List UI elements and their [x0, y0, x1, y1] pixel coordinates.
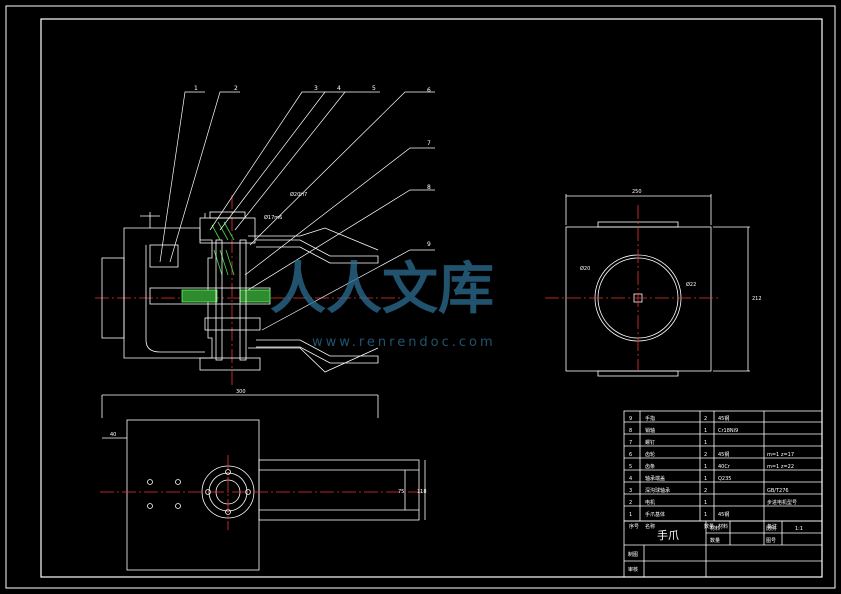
- bom-cell-no: 8: [629, 428, 632, 434]
- title-block: [623, 520, 823, 578]
- bom-cell-name: 销轴: [645, 427, 655, 434]
- bom-cell-name: 电机: [645, 499, 655, 506]
- bom-cell-qty: 2: [704, 416, 707, 422]
- bom-cell-name: 深沟球轴承: [645, 487, 670, 494]
- side-view: [545, 194, 750, 377]
- dim-side-width: 250: [632, 189, 642, 195]
- callout-3: 3: [314, 85, 318, 92]
- bom-cell-qty: 1: [704, 440, 707, 446]
- outer-border: [5, 5, 836, 589]
- bom-cell-qty: 1: [704, 500, 707, 506]
- callout-8: 8: [427, 184, 431, 191]
- callout-5: 5: [372, 85, 376, 92]
- bom-cell-note: m=1 z=17: [767, 452, 794, 458]
- bom-cell-qty: 数量: [704, 523, 714, 530]
- dim-plan-h2: 118: [417, 489, 427, 495]
- bom-cell-note: m=1 z=22: [767, 464, 794, 470]
- bom-cell-no: 4: [629, 476, 632, 482]
- bom-cell-name: 螺钉: [645, 439, 655, 446]
- scale-value: 1:1: [795, 526, 803, 532]
- dim-side-d1: Ø20: [580, 265, 590, 272]
- bom-cell-material: Q235: [718, 476, 731, 482]
- callout-4: 4: [337, 85, 341, 92]
- dim-plan-width: 300: [236, 389, 246, 395]
- dim-plan-left: 40: [110, 432, 116, 438]
- bom-cell-no: 5: [629, 464, 632, 470]
- watermark-main: 人人文库: [270, 257, 494, 322]
- callout-2: 2: [234, 85, 238, 92]
- quantity-label: 数量: [710, 537, 720, 544]
- callout-7: 7: [427, 140, 431, 147]
- bom-cell-material: 45钢: [718, 451, 729, 458]
- bom-cell-material: Cr18Ni9: [718, 428, 738, 434]
- inner-border: [40, 18, 823, 578]
- bom-cell-qty: 1: [704, 476, 707, 482]
- bom-cell-qty: 1: [704, 512, 707, 518]
- callout-6: 6: [427, 87, 431, 94]
- drawing-no-label: 图号: [766, 538, 776, 544]
- bom-cell-material: 40Cr: [718, 464, 731, 470]
- bom-cell-name: 齿条: [645, 463, 655, 470]
- bom-cell-material: 材料: [718, 523, 728, 530]
- scale-label: 比例: [766, 525, 776, 532]
- bom-cell-note: 备注: [767, 523, 777, 530]
- drawn-label: 制图: [628, 551, 638, 558]
- bom-cell-no: 2: [629, 500, 632, 506]
- bom-cell-no: 7: [629, 440, 632, 446]
- dim-front-d2: Ø17m6: [264, 214, 282, 221]
- bom-cell-qty: 1: [704, 428, 707, 434]
- dim-side-d2: Ø22: [686, 281, 696, 288]
- bom-cell-name: 轴承端盖: [645, 475, 665, 482]
- bom-cell-name: 名称: [645, 523, 655, 530]
- callout-1: 1: [194, 85, 198, 92]
- watermark: 人人文库 www.renrendoc.com: [270, 257, 496, 350]
- bom-cell-no: 9: [629, 416, 632, 422]
- plan-view: [100, 394, 426, 571]
- watermark-url: www.renrendoc.com: [312, 335, 496, 350]
- bom-cell-no: 3: [629, 488, 632, 494]
- bom-cell-qty: 2: [704, 488, 707, 494]
- bom-cell-note: GB/T276: [767, 488, 789, 494]
- check-label: 审核: [628, 566, 638, 573]
- front-view: [95, 195, 400, 385]
- dim-front-d1: Ø20H7: [290, 191, 307, 198]
- bom-cell-qty: 2: [704, 452, 707, 458]
- callout-leaders: [159, 91, 435, 331]
- bom-cell-note: 步进电机型号: [767, 499, 797, 506]
- callout-9: 9: [427, 241, 431, 248]
- bom-cell-no: 序号: [629, 523, 639, 530]
- dim-plan-h1: 75: [398, 489, 404, 495]
- callout-labels: 1 2 3 4 5 6 7 8 9 Ø20H7 Ø17m6: [194, 85, 431, 248]
- bom-cell-name: 手指: [645, 415, 655, 422]
- bom-cell-no: 1: [629, 512, 632, 518]
- bom-cell-material: 45钢: [718, 511, 729, 518]
- bom-cell-qty: 1: [704, 464, 707, 470]
- material-label: 材料: [710, 525, 720, 532]
- bom-cell-no: 6: [629, 452, 632, 458]
- title-text: 手爪: [657, 528, 679, 542]
- bom-cell-name: 齿轮: [645, 451, 655, 458]
- bom-rows: 9 手指 2 45钢 8 销轴 1 Cr18Ni9 7 螺钉 1 6 齿轮 2 45钢 m=1 z=17 5 齿条…: [629, 415, 797, 530]
- bom-cell-material: 45钢: [718, 415, 729, 422]
- dim-side-height: 212: [752, 296, 762, 302]
- bom-cell-name: 手爪基体: [645, 511, 665, 518]
